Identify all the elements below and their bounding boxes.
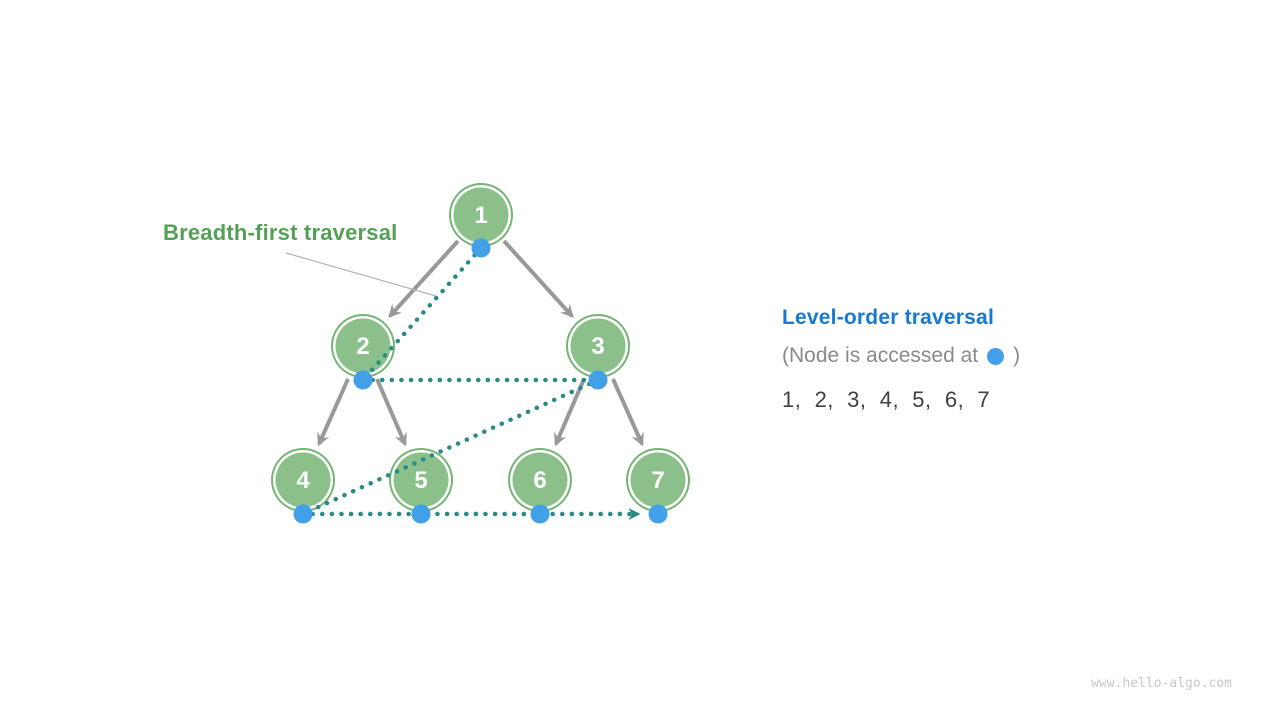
traversal-path xyxy=(300,245,641,520)
tree-node-6: 6 xyxy=(508,448,572,512)
node-label: 7 xyxy=(651,467,664,494)
node-label: 6 xyxy=(533,467,546,494)
tree-node-7: 7 xyxy=(626,448,690,512)
legend-caption: (Node is accessed at ) xyxy=(782,344,1020,368)
label-pointer-line xyxy=(285,252,437,297)
legend: Level-order traversal (Node is accessed … xyxy=(782,306,1020,413)
edge-3-7 xyxy=(611,378,644,447)
tree-node-2: 2 xyxy=(331,314,395,378)
node-label: 1 xyxy=(474,202,487,229)
traversal-sequence: 1, 2, 3, 4, 5, 6, 7 xyxy=(782,387,991,412)
traversal-segment-3-4 xyxy=(300,377,601,517)
tree-nodes: 1 2 3 4 xyxy=(271,183,690,512)
node-label: 5 xyxy=(414,467,427,494)
access-dot-node-5 xyxy=(411,504,431,524)
access-dot-node-3 xyxy=(588,370,608,390)
legend-caption-suffix: ) xyxy=(1013,344,1021,367)
edge-2-5 xyxy=(375,378,407,447)
tree-node-1: 1 xyxy=(449,183,513,247)
access-dot-icon xyxy=(987,347,1005,365)
traversal-segment-1-2 xyxy=(360,245,484,383)
watermark: www.hello-algo.com xyxy=(1091,676,1232,691)
tree-node-4: 4 xyxy=(271,448,335,512)
legend-title: Level-order traversal xyxy=(782,306,994,329)
legend-caption-prefix: (Node is accessed at xyxy=(782,344,979,367)
node-label: 2 xyxy=(356,333,369,360)
access-dot-node-4 xyxy=(293,504,313,524)
edge-2-4 xyxy=(317,378,350,447)
access-dot-node-1 xyxy=(471,238,491,258)
node-label: 4 xyxy=(296,467,310,494)
node-label: 3 xyxy=(591,333,604,360)
breadth-first-traversal-label: Breadth-first traversal xyxy=(163,220,398,245)
edge-1-3 xyxy=(502,239,574,318)
access-dot-node-6 xyxy=(530,504,550,524)
access-dot-node-7 xyxy=(648,504,668,524)
tree-node-5: 5 xyxy=(389,448,453,512)
edge-1-2 xyxy=(388,239,460,318)
access-dot-node-2 xyxy=(353,370,373,390)
tree-node-3: 3 xyxy=(566,314,630,378)
access-dots xyxy=(293,238,668,524)
